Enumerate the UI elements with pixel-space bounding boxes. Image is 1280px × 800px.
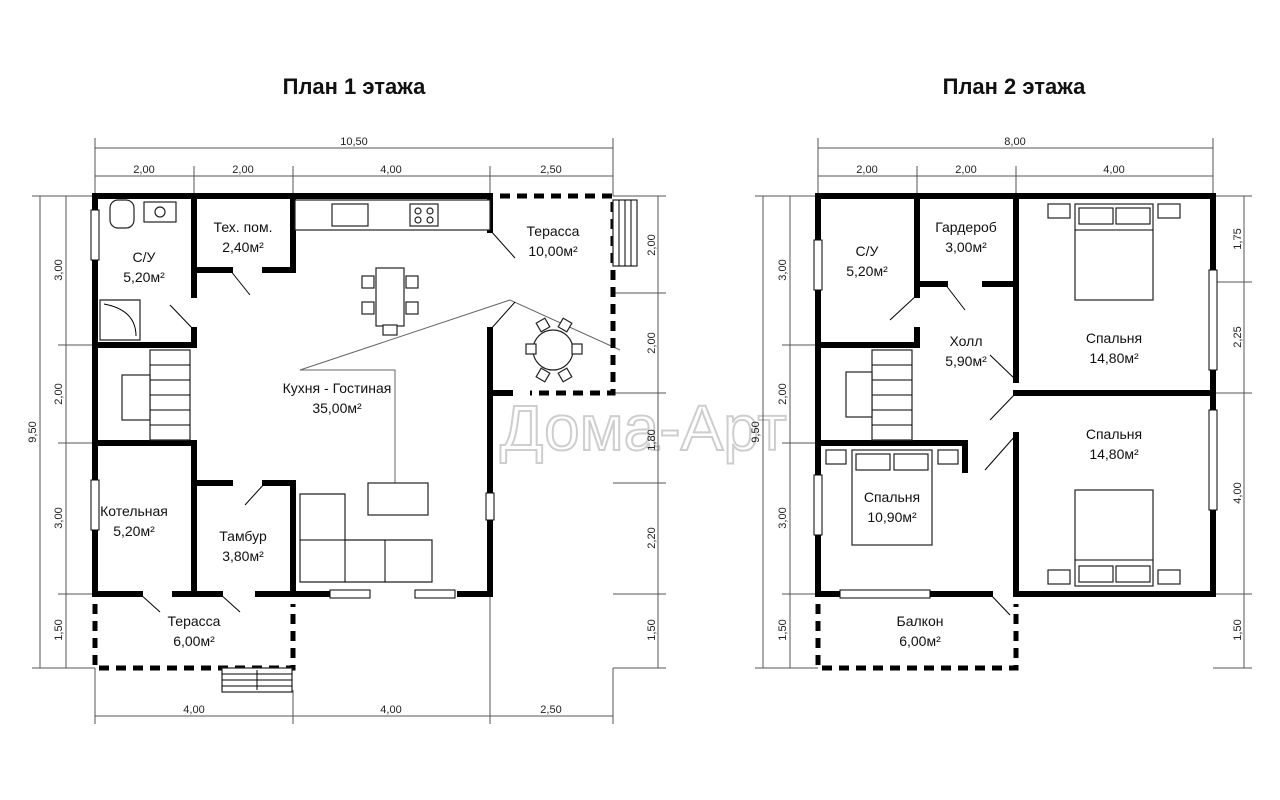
room-terrace-top-area: 10,00м²: [528, 243, 578, 259]
sofa: [299, 493, 433, 583]
room2-su-area: 5,20м²: [846, 263, 888, 279]
room-terrace-bottom-area: 6,00м²: [173, 633, 215, 649]
floor1-terraces: [92, 193, 616, 671]
floor2-dim-left-1: 3,00: [777, 259, 789, 280]
floor2-dims-right: 1,75 2,25 4,00 1,50: [1213, 195, 1252, 669]
floor2-dims-top: 8,00 2,00 2,00 4,00: [817, 136, 1214, 196]
room-tech-area: 2,40м²: [222, 239, 264, 255]
room-kitchen-area: 35,00м²: [312, 400, 362, 416]
room2-balcony-area: 6,00м²: [899, 633, 941, 649]
floor2-dim-left-3: 3,00: [777, 507, 789, 528]
floor1-dim-right-3: 1,80: [646, 429, 658, 450]
floor2-dim-top-2: 2,00: [955, 164, 976, 176]
floor1-dim-left-4: 1,50: [53, 619, 65, 640]
floor2-dim-right-1: 1,75: [1232, 228, 1244, 249]
floor1-dim-left-3: 3,00: [53, 507, 65, 528]
floor1-dims-bottom: 4,00 4,00 2,50: [94, 596, 614, 724]
floor1-windows: [90, 209, 495, 599]
floor1-title: План 1 этажа: [283, 74, 427, 99]
floor1-dim-total-width: 10,50: [340, 136, 368, 148]
room2-hall-name: Холл: [950, 333, 983, 349]
floor1-dim-right-1: 2,00: [646, 234, 658, 255]
floor2-furniture: [825, 203, 1181, 587]
floor1-dim-top-4: 2,50: [540, 164, 561, 176]
room2-hall-area: 5,90м²: [945, 353, 987, 369]
floor1-steps-top: [612, 199, 638, 267]
floor2-plan: План 2 этажа 8,00 2,00 2,00 4,00 9,50 3,…: [750, 74, 1252, 671]
floor1-dim-right-5: 1,50: [646, 619, 658, 640]
floor1-dim-total-height: 9,50: [27, 421, 39, 442]
floor2-dim-right-4: 1,50: [1232, 619, 1244, 640]
floor2-dim-right-3: 4,00: [1232, 482, 1244, 503]
dining-table: [375, 267, 405, 327]
floor1-stairs: [121, 349, 191, 441]
floor1-dim-top-3: 4,00: [380, 164, 401, 176]
floor1-dim-left-1: 3,00: [53, 259, 65, 280]
terrace-round-table: [532, 329, 574, 371]
floor2-balcony: [815, 604, 1019, 671]
floor2-stairs: [845, 349, 913, 441]
floor1-dim-left-2: 2,00: [53, 383, 65, 404]
room-tech-name: Тех. пом.: [214, 219, 273, 235]
floor1-room-labels: С/У 5,20м² Тех. пом. 2,40м² Кухня - Гост…: [100, 219, 580, 649]
stove-icon: [409, 203, 439, 227]
floor2-dim-right-2: 2,25: [1232, 326, 1244, 347]
floor2-dim-left-2: 2,00: [777, 383, 789, 404]
floor1-dims-left: 9,50 3,00 2,00 3,00 1,50: [27, 195, 95, 669]
floor2-dim-left-4: 1,50: [777, 619, 789, 640]
coffee-table: [367, 482, 429, 516]
floor1-steps-bottom: [221, 667, 293, 693]
room-terrace-top-name: Терасса: [527, 223, 580, 239]
room-boiler-name: Котельная: [100, 503, 168, 519]
kitchen-counter: [294, 199, 491, 231]
floor2-windows: [813, 239, 1218, 599]
floor1-dim-bottom-3: 2,50: [540, 704, 561, 716]
room-su-area: 5,20м²: [123, 269, 165, 285]
room-tambur-name: Тамбур: [219, 528, 267, 544]
floor1-dim-bottom-2: 4,00: [380, 704, 401, 716]
floor2-dim-total-width: 8,00: [1004, 136, 1025, 148]
floor2-title: План 2 этажа: [943, 74, 1087, 99]
floor2-dim-top-1: 2,00: [856, 164, 877, 176]
floor2-doors: [889, 283, 1017, 616]
floor1-plan: План 1 этажа 10,50 2,00 2,00 4,00 2,50 4…: [27, 74, 666, 724]
room2-wardrobe-name: Гардероб: [935, 219, 997, 235]
floor1-dims-top: 10,50 2,00 2,00 4,00 2,50: [94, 136, 614, 196]
floor1-dim-bottom-1: 4,00: [183, 704, 204, 716]
room2-bedroom-right-area: 14,80м²: [1089, 446, 1139, 462]
room-terrace-bottom-name: Терасса: [168, 613, 221, 629]
room-boiler-area: 5,20м²: [113, 523, 155, 539]
room2-balcony-name: Балкон: [897, 613, 944, 629]
room-kitchen-name: Кухня - Гостиная: [283, 380, 392, 396]
room2-wardrobe-area: 3,00м²: [945, 239, 987, 255]
kitchen-sink-icon: [331, 203, 369, 227]
floor2-dim-total-height: 9,50: [750, 421, 762, 442]
shower-icon: [99, 299, 141, 341]
room2-bedroom-right-name: Спальня: [1086, 426, 1142, 442]
room2-su-name: С/У: [856, 243, 879, 259]
floor1-doors: [139, 229, 516, 613]
floor1-dim-top-1: 2,00: [133, 164, 154, 176]
room2-bedroom-top-name: Спальня: [1086, 330, 1142, 346]
room-su-name: С/У: [133, 249, 156, 265]
floor1-dim-top-2: 2,00: [232, 164, 253, 176]
room-tambur-area: 3,80м²: [222, 548, 264, 564]
floor1-dim-right-2: 2,00: [646, 332, 658, 353]
floor1-dims-right: 2,00 2,00 1,80 2,20 1,50: [613, 195, 666, 669]
room2-bedroom-top-area: 14,80м²: [1089, 350, 1139, 366]
watermark-text: Дома-Арт: [500, 392, 787, 464]
floor2-dims-left: 9,50 3,00 2,00 3,00 1,50: [750, 195, 818, 669]
room2-bedroom-small-name: Спальня: [864, 489, 920, 505]
floor2-room-labels: С/У 5,20м² Гардероб 3,00м² Холл 5,90м² С…: [846, 219, 1142, 649]
toilet-icon: [109, 199, 135, 229]
floor2-dim-top-3: 4,00: [1103, 164, 1124, 176]
room2-bedroom-small-area: 10,90м²: [867, 509, 917, 525]
floor1-furniture: [99, 199, 638, 693]
floor1-dim-right-4: 2,20: [646, 527, 658, 548]
watermark: Дома-Арт: [299, 299, 788, 500]
watermark-house-icon: [299, 299, 621, 500]
floor2-walls: [815, 193, 1216, 597]
